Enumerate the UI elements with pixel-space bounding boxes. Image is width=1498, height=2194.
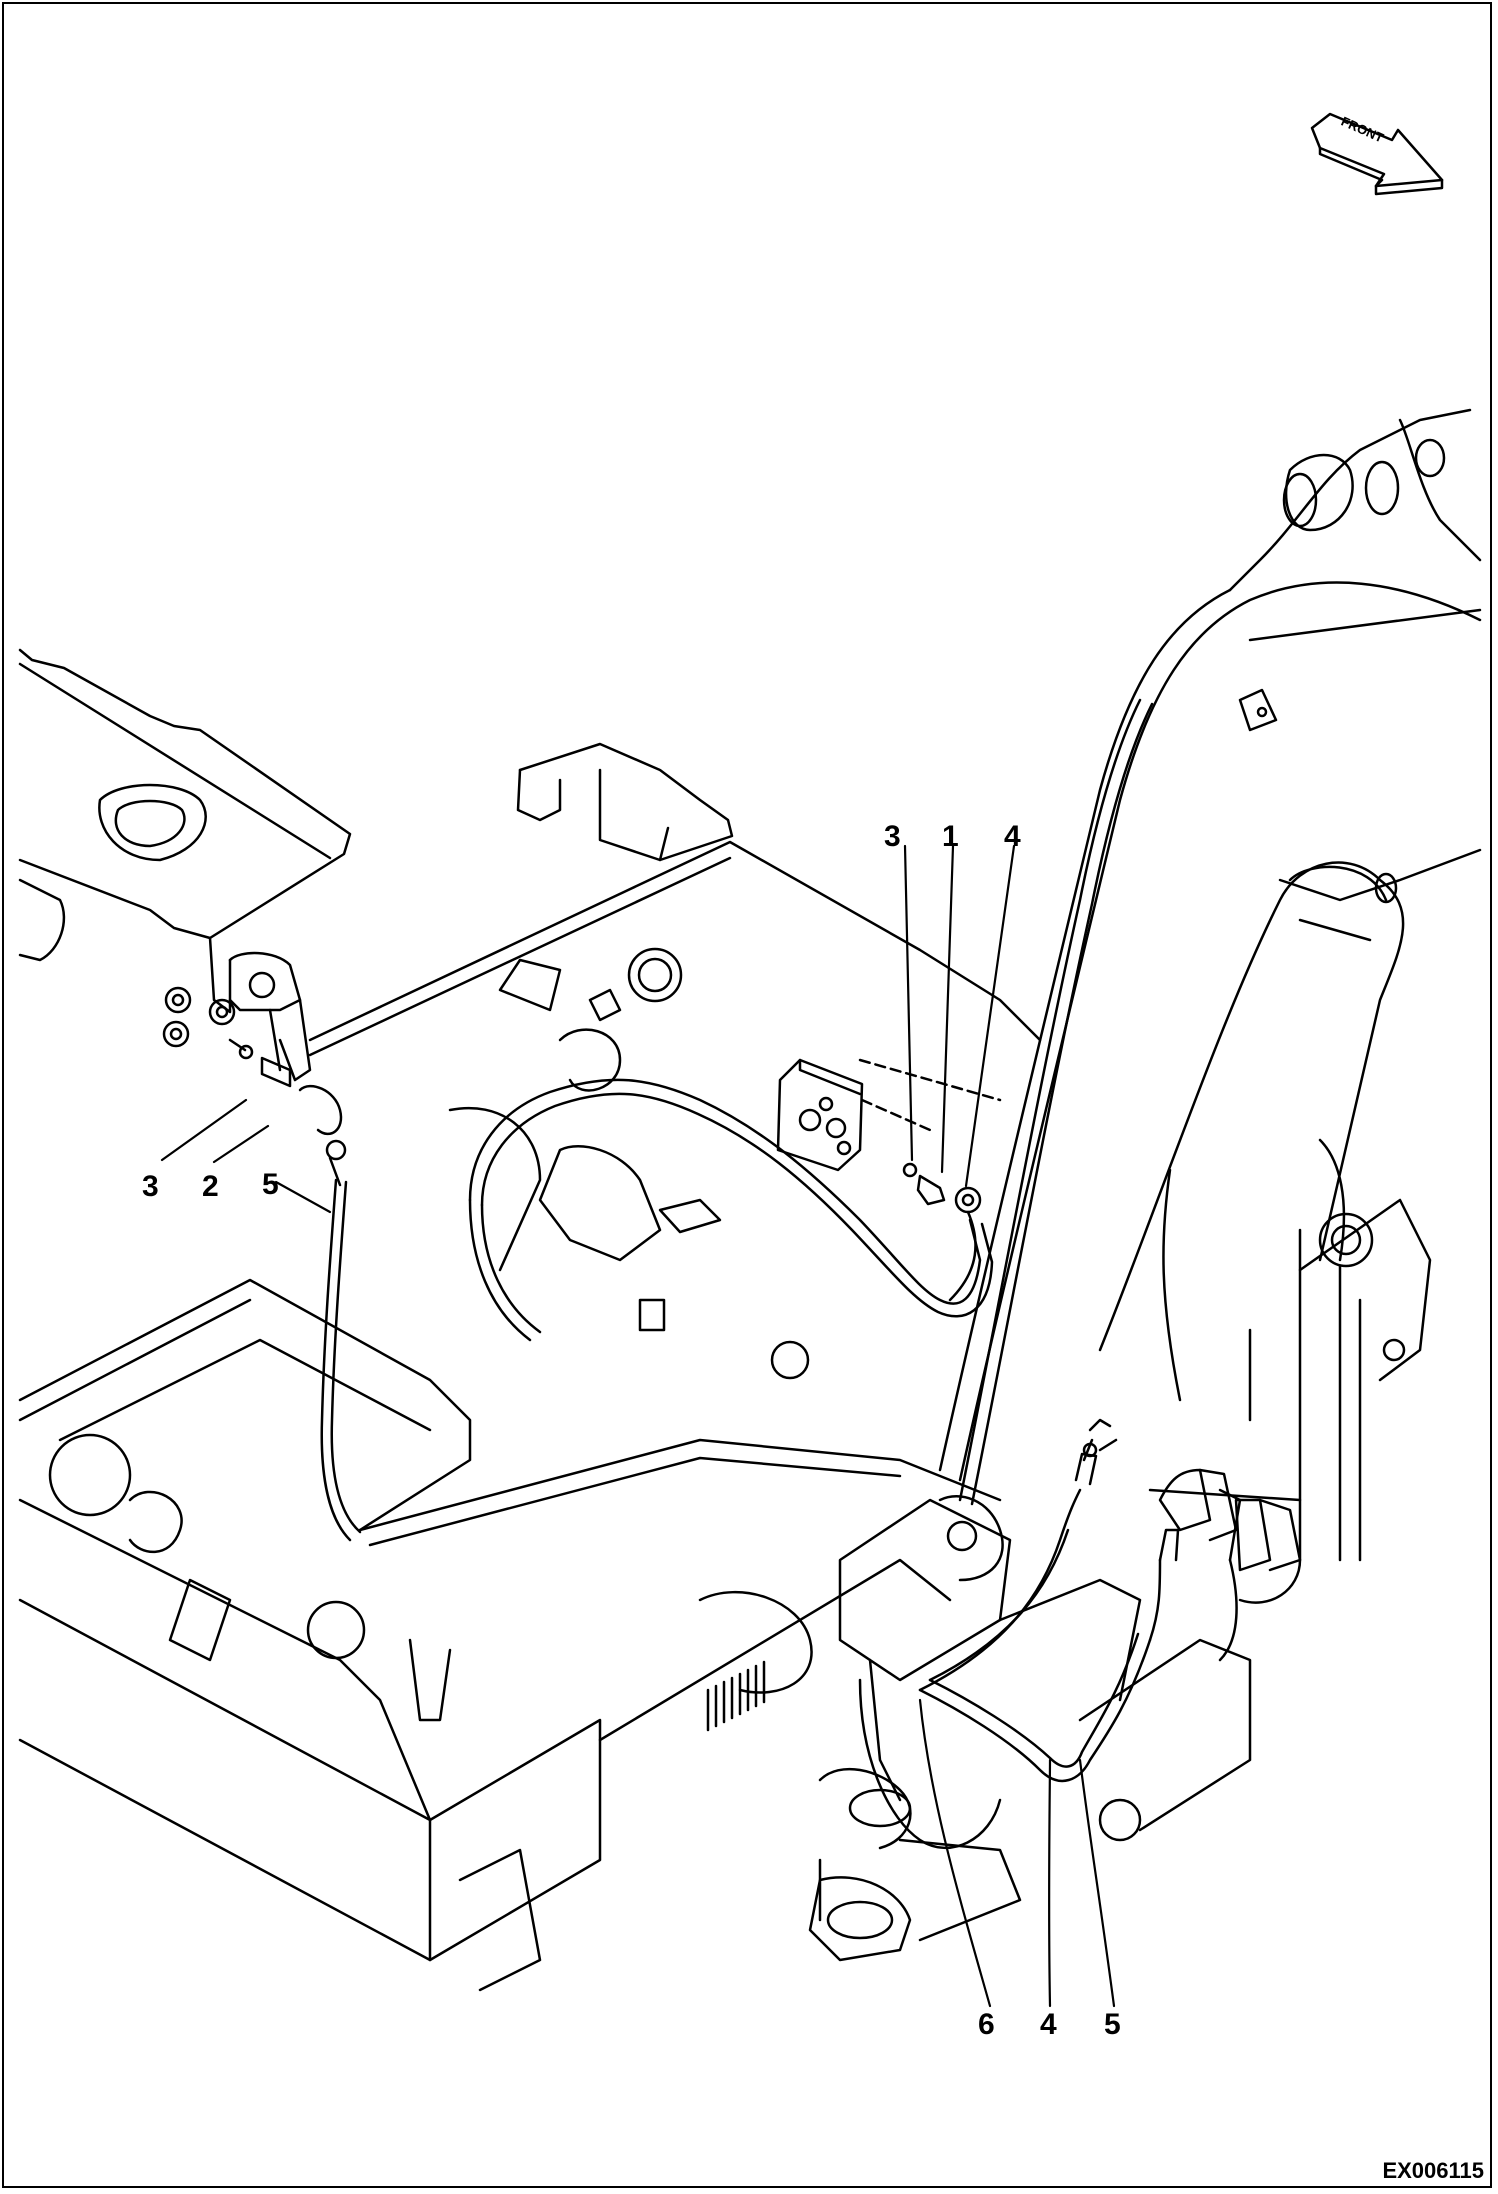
hose-center: [948, 1210, 977, 1302]
callout-leader-lines: [160, 844, 1116, 2008]
hose-boom-right: [918, 1418, 1180, 1782]
swing-bracket: [808, 1495, 1252, 1962]
callout-5-bottom: 5: [1104, 2008, 1121, 2041]
boom-arm: [938, 408, 1482, 1662]
hose-loop-upper: [468, 1078, 994, 1380]
hose-along-boom: [958, 698, 1154, 1506]
louver-vents: [706, 1660, 766, 1732]
valve-block: [776, 1058, 1002, 1214]
callout-4-bottom: 4: [1040, 2008, 1057, 2041]
front-arrow-icon: [1310, 112, 1444, 196]
lower-frame-left: [18, 1278, 1002, 1992]
callout-4-top: 4: [1004, 820, 1021, 853]
callout-3-left: 3: [142, 1170, 159, 1203]
figure-code: EX006115: [1382, 2158, 1484, 2183]
callout-2-left: 2: [202, 1170, 219, 1203]
callout-3-top: 3: [884, 820, 901, 853]
callout-6-bottom: 6: [978, 2008, 995, 2041]
hose-left: [320, 1178, 362, 1542]
upper-frame-center: [308, 742, 1042, 1272]
callout-1-top: 1: [942, 820, 959, 853]
upper-frame-left: [18, 648, 352, 1082]
small-fittings-left: [162, 986, 347, 1187]
callout-5-left: 5: [262, 1168, 279, 1201]
